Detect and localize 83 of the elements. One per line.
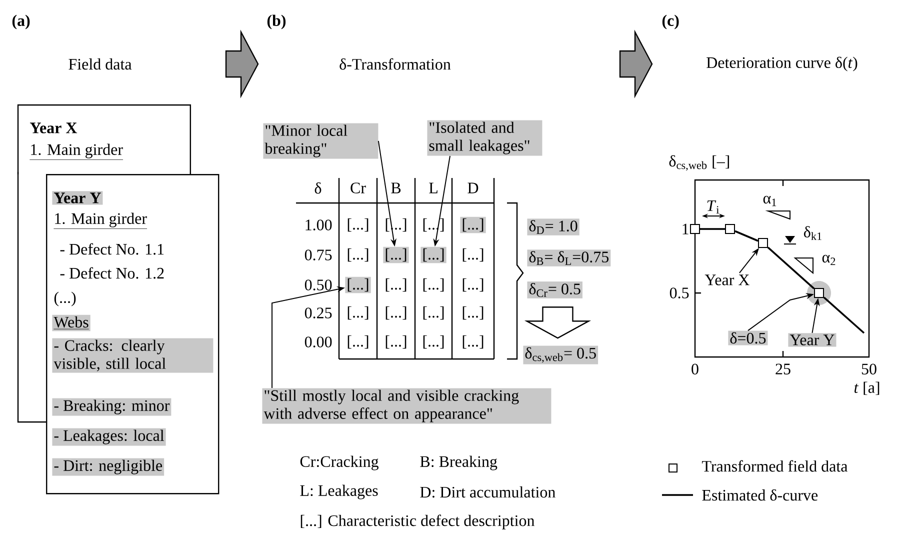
table-cell: [...] <box>462 278 484 292</box>
table-cell: [...] <box>348 306 368 320</box>
row-value: 0.50 <box>304 280 332 290</box>
table-cell: [...] <box>348 248 368 262</box>
table-cell: [...] <box>386 335 406 349</box>
panel-title: Field data <box>68 58 132 70</box>
key-text: B: Breaking <box>420 456 498 470</box>
key-text: [...] Characteristic defect description <box>300 514 534 530</box>
data-marker <box>725 224 735 234</box>
symbol-label: α$_{1}$ <box>763 196 776 206</box>
table-cell: [...] <box>462 335 484 349</box>
table-cell: [...] <box>423 306 444 320</box>
card-text: - Leakages: local <box>52 428 166 446</box>
table-cell: [...] <box>460 216 486 234</box>
panel-title: Deterioration curve δ(t) <box>706 56 858 72</box>
key-text: D: Dirt accumulation <box>420 486 556 498</box>
panel-letter: (b) <box>267 14 286 30</box>
axis-title: t [a] <box>854 382 880 395</box>
card-text: (...) <box>54 292 76 306</box>
panel-letter: (c) <box>662 14 679 30</box>
key-text: Cr:Cracking <box>300 456 378 470</box>
table-cell: [...] <box>462 248 484 262</box>
row-value: 1.00 <box>306 220 332 230</box>
axis-title: δ$_{cs,web}$ [–] <box>669 155 729 171</box>
table-cell: [...] <box>420 246 446 264</box>
card-text: 1. Main girder <box>30 144 124 160</box>
data-marker <box>758 238 768 248</box>
data-marker <box>814 288 824 298</box>
column-header: D <box>468 182 478 194</box>
callout-text: "Isolated and small leakages" <box>427 120 542 156</box>
card-text: - Dirt: negligible <box>52 458 164 476</box>
card-text: - Defect No. 1.2 <box>60 267 164 279</box>
card-text: 1. Main girder <box>54 212 148 229</box>
panel-letter: (a) <box>12 14 30 30</box>
result-text: δ$_{D}$= 1.0 <box>527 218 580 236</box>
card-text: Webs <box>52 314 90 332</box>
column-header: Cr <box>350 182 366 194</box>
table-cell: [...] <box>348 335 368 349</box>
table-cell: [...] <box>423 335 444 349</box>
result-text: δ$_{Cr}$= 0.5 <box>527 282 582 298</box>
callout-text: "Still mostly local and visible cracking with adverse effect on appearance" <box>262 388 552 424</box>
symbol-label: T$_{i}$ <box>707 200 720 214</box>
table-cell: [...] <box>386 306 406 320</box>
card-text: - Cracks: clearly visible, still local <box>52 338 214 373</box>
symbol-label: δ$_{k1}$ <box>804 226 822 240</box>
table-cell: [...] <box>383 246 409 264</box>
card-text: - Breaking: minor <box>52 398 172 416</box>
row-value: 0.00 <box>304 336 332 348</box>
table-cell: [...] <box>348 218 368 232</box>
table-cell: [...] <box>345 276 371 294</box>
result-text: δ$_{cs,web}$= 0.5 <box>523 346 598 364</box>
column-header: δ <box>314 182 322 194</box>
table-cell: [...] <box>423 278 444 292</box>
panel-title: δ-Transformation <box>340 58 451 70</box>
card-heading: Year X <box>30 122 78 134</box>
point-label: Year X <box>704 274 750 286</box>
point-label: Year Y <box>788 333 836 347</box>
tick-label: 0 <box>692 364 698 374</box>
tick-label: 50 <box>862 364 876 374</box>
tick-label: 25 <box>776 364 790 374</box>
legend-text: Transformed field data <box>702 460 848 472</box>
point-label: δ=0.5 <box>728 330 768 346</box>
callout-text: "Minor local breaking" <box>263 123 378 159</box>
data-marker <box>690 224 700 234</box>
curve-segment <box>700 228 725 230</box>
curve-segment <box>734 230 758 242</box>
row-value: 0.25 <box>304 308 332 318</box>
column-header: L <box>429 182 438 194</box>
block-arrow <box>524 306 592 339</box>
legend-text: Estimated δ-curve <box>702 489 818 501</box>
key-text: L: Leakages <box>300 484 378 500</box>
curve-segment <box>823 296 865 334</box>
curve-segment <box>767 246 815 290</box>
symbol-label: α$_{2}$ <box>822 254 836 266</box>
table-cell: [...] <box>386 278 406 292</box>
result-text: δ$_{B}$= δ$_{L}$=0.75 <box>527 250 611 266</box>
tick-label: 1 <box>682 224 688 234</box>
tick-label: 0.5 <box>670 288 689 298</box>
card-heading: Year Y <box>52 191 103 205</box>
column-header: B <box>391 182 401 194</box>
row-value: 0.75 <box>304 250 332 260</box>
table-cell: [...] <box>462 306 484 320</box>
card-text: - Defect No. 1.1 <box>60 243 164 255</box>
